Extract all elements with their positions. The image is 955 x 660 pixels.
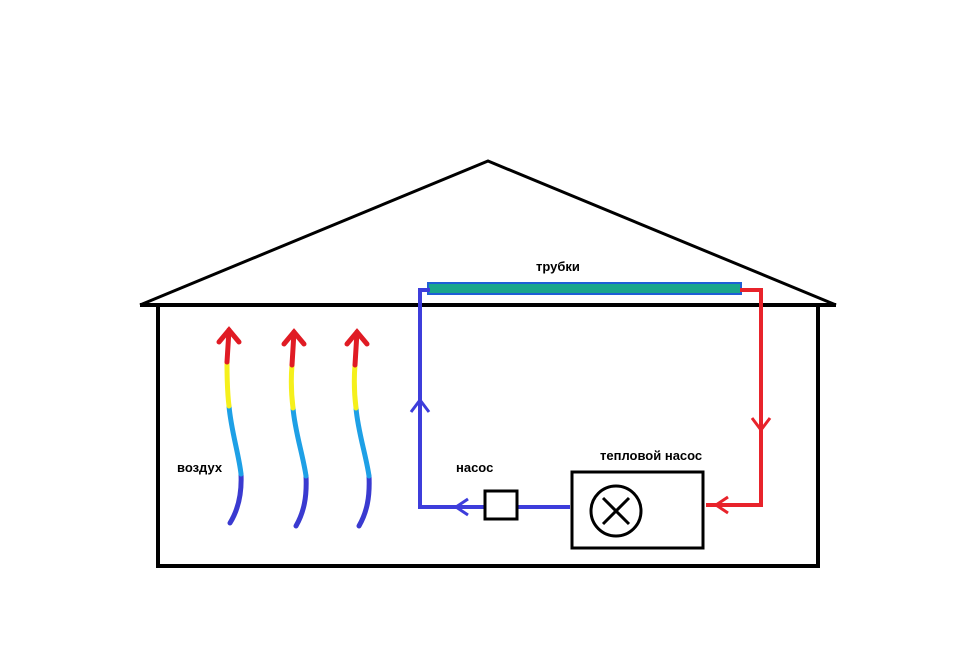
label-heat-pump: тепловой насос [600, 448, 702, 463]
air-stream-1 [216, 326, 244, 526]
hot-supply-line [706, 288, 763, 507]
cold-line-arrow-up [409, 397, 431, 413]
roof-collector-pipe [427, 282, 742, 295]
hot-line-arrow-down [750, 417, 772, 433]
cold-line-arrow-left [453, 497, 469, 517]
air-stream-2 [281, 328, 309, 529]
label-air: воздух [177, 460, 223, 475]
circle-x-icon [589, 484, 643, 538]
circulation-pump [483, 489, 519, 521]
heat-pump-unit [570, 470, 705, 550]
house-roof [139, 159, 837, 307]
hot-line-arrow-left [713, 495, 729, 515]
air-stream-3 [344, 328, 372, 529]
label-pump: насос [456, 460, 493, 475]
label-pipes: трубки [536, 259, 580, 274]
house-walls [156, 305, 820, 568]
